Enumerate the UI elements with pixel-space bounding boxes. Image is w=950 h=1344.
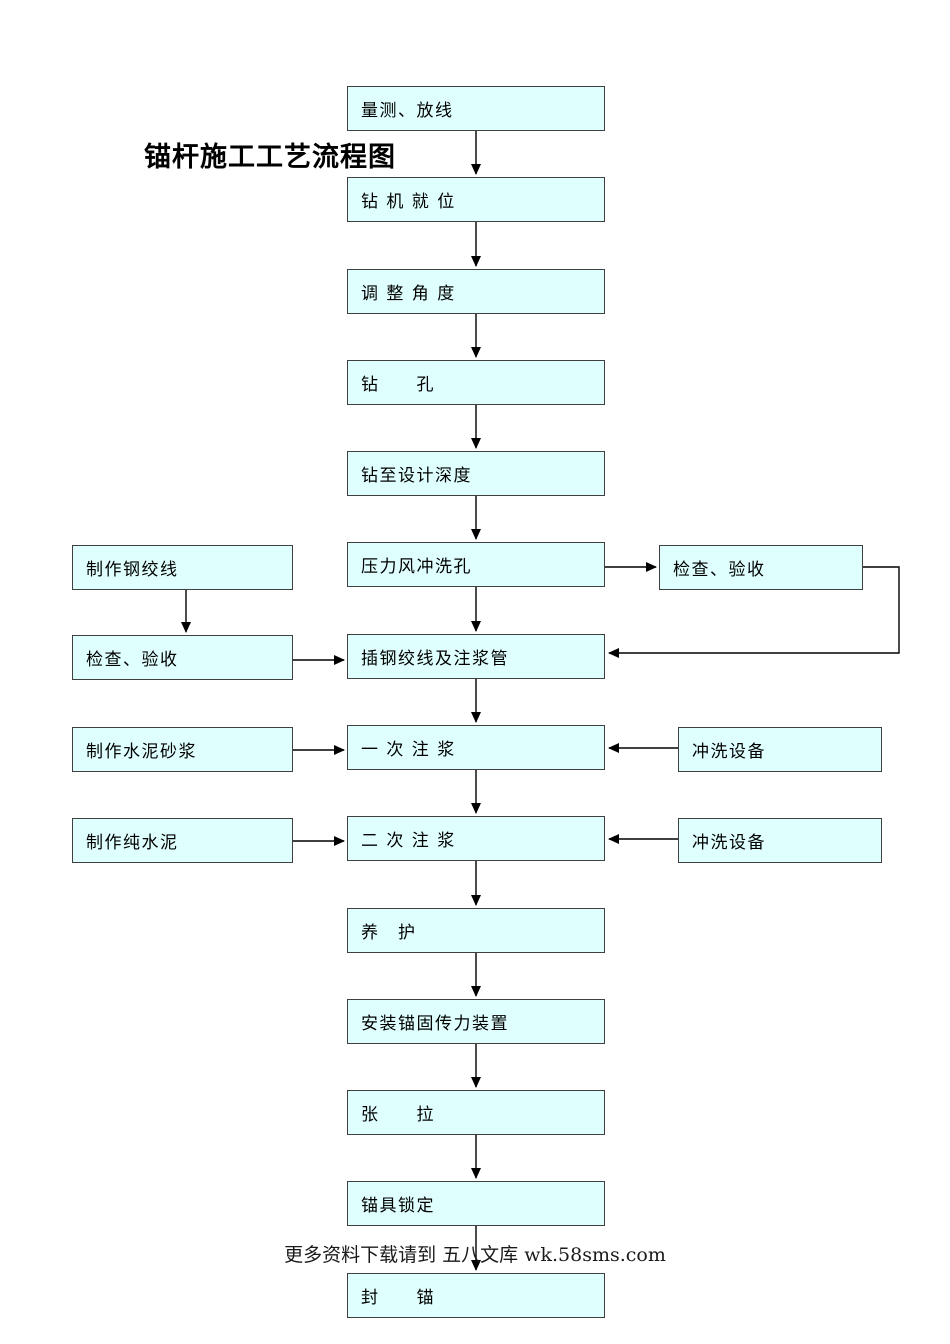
flow-step-make-cement-mortar: 制作水泥砂浆 [72, 727, 293, 772]
flow-step-label: 制作纯水泥 [86, 833, 179, 853]
flow-step-insert-strand-grout-pipe: 插钢绞线及注浆管 [347, 634, 605, 679]
flow-step-label: 钻至设计深度 [361, 466, 472, 486]
flow-step-label: 二 次 注 浆 [361, 831, 456, 851]
flow-step-adjust-angle: 调 整 角 度 [347, 269, 605, 314]
flow-step-make-pure-cement: 制作纯水泥 [72, 818, 293, 863]
flow-step-label: 制作水泥砂浆 [86, 742, 197, 762]
flow-step-label: 量测、放线 [361, 101, 454, 121]
flow-step-label: 检查、验收 [673, 560, 766, 580]
flow-step-air-flush-hole: 压力风冲洗孔 [347, 542, 605, 587]
flow-step-label: 检查、验收 [86, 650, 179, 670]
flow-step-measure-setout: 量测、放线 [347, 86, 605, 131]
page-title: 锚杆施工工艺流程图 [144, 142, 396, 173]
flow-step-inspect-accept-right: 检查、验收 [659, 545, 863, 590]
flow-step-label: 冲洗设备 [692, 833, 766, 853]
flow-step-install-anchor-device: 安装锚固传力装置 [347, 999, 605, 1044]
flow-step-label: 调 整 角 度 [361, 284, 456, 304]
flow-step-label: 钻 孔 [361, 375, 435, 395]
flow-step-label: 养 护 [361, 923, 417, 943]
flow-step-label: 安装锚固传力装置 [361, 1014, 509, 1034]
flow-step-flushing-equipment-1: 冲洗设备 [678, 727, 882, 772]
flow-step-curing: 养 护 [347, 908, 605, 953]
flow-step-label: 张 拉 [361, 1105, 435, 1125]
flow-step-make-steel-strand: 制作钢绞线 [72, 545, 293, 590]
flow-step-seal-anchor: 封 锚 [347, 1273, 605, 1318]
flow-step-label: 冲洗设备 [692, 742, 766, 762]
flow-step-label: 压力风冲洗孔 [361, 557, 472, 577]
flow-step-second-grouting: 二 次 注 浆 [347, 816, 605, 861]
flow-step-flushing-equipment-2: 冲洗设备 [678, 818, 882, 863]
flow-step-label: 封 锚 [361, 1288, 435, 1308]
flow-step-anchor-locking: 锚具锁定 [347, 1181, 605, 1226]
flow-step-label: 锚具锁定 [361, 1196, 435, 1216]
flow-step-label: 钻 机 就 位 [361, 192, 456, 212]
flow-step-drilling: 钻 孔 [347, 360, 605, 405]
flow-step-label: 一 次 注 浆 [361, 740, 456, 760]
flow-step-label: 制作钢绞线 [86, 560, 179, 580]
footer-watermark-text: 更多资料下载请到 五八文库 wk.58sms.com [284, 1244, 666, 1266]
flow-step-label: 插钢绞线及注浆管 [361, 649, 509, 669]
flow-step-drill-to-design-depth: 钻至设计深度 [347, 451, 605, 496]
flow-step-tensioning: 张 拉 [347, 1090, 605, 1135]
flow-step-drill-rig-in-place: 钻 机 就 位 [347, 177, 605, 222]
flow-step-first-grouting: 一 次 注 浆 [347, 725, 605, 770]
flow-step-inspect-accept-left: 检查、验收 [72, 635, 293, 680]
